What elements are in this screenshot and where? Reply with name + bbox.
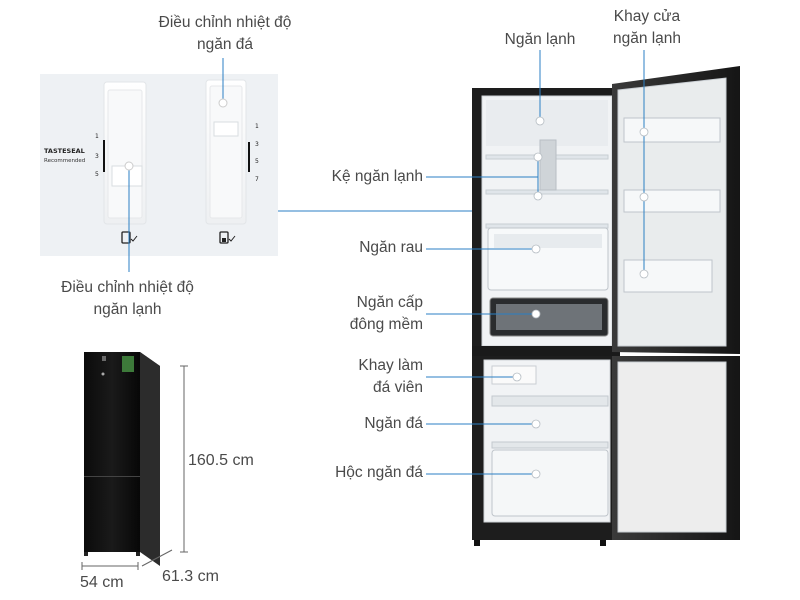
door-tray-1 bbox=[623, 117, 721, 143]
freezer-temp-control-label-line2: ngăn đá bbox=[196, 36, 254, 53]
leader-lines bbox=[426, 50, 645, 475]
vegetable-drawer-text: Ngăn rau bbox=[359, 239, 423, 256]
fridge-dimension-model bbox=[84, 352, 160, 566]
ice-tray-label-line2: đá viên bbox=[373, 379, 423, 396]
freezer-compartment-label: Ngăn đá bbox=[300, 413, 423, 435]
door-tray-dot-3 bbox=[639, 269, 649, 279]
freezer-temp-control-label: Điều chỉnh nhiệt độ ngăn đá bbox=[140, 12, 310, 56]
control-panel-inset: 1 3 5 TASTESEAL Recommended 1 3 5 7 bbox=[40, 58, 278, 272]
freezer-door-inner bbox=[617, 361, 727, 533]
fridge-shelf-label: Kệ ngăn lạnh bbox=[290, 166, 423, 188]
depth-dimension-line bbox=[141, 549, 173, 567]
fridge-door-tray-label-line2: ngăn lạnh bbox=[612, 30, 682, 47]
fridge-shelf-dot-1 bbox=[533, 152, 543, 162]
freezer-control-marker bbox=[218, 98, 228, 108]
fridge-door-tray-label-line1: Khay cửa bbox=[613, 8, 681, 25]
dimension-lines bbox=[81, 365, 188, 570]
fridge-temp-control-label-line2: ngăn lạnh bbox=[93, 301, 162, 318]
fridge-temp-control-label: Điều chỉnh nhiệt độ ngăn lạnh bbox=[40, 277, 215, 321]
freezer-compartment-text: Ngăn đá bbox=[364, 415, 423, 432]
freezer-compartment-dot bbox=[531, 419, 541, 429]
freezer-temp-dial bbox=[205, 79, 250, 225]
left-scale-1: 1 bbox=[95, 133, 99, 140]
fridge-mode-icon bbox=[121, 231, 138, 244]
door-tray-3 bbox=[623, 259, 713, 293]
ice-tray-label: Khay làm đá viên bbox=[300, 355, 423, 399]
fridge-compartment-label: Ngăn lạnh bbox=[480, 29, 600, 51]
door-tray-2 bbox=[623, 189, 721, 213]
door-tray-dot-1 bbox=[639, 127, 649, 137]
right-scale-1: 1 bbox=[255, 123, 259, 130]
freezer-mode-icon bbox=[219, 231, 236, 244]
soft-freeze-drawer-label-line1: Ngăn cấp bbox=[356, 294, 423, 311]
left-scale-5: 5 bbox=[95, 171, 99, 178]
soft-freeze-drawer-label: Ngăn cấp đông mềm bbox=[300, 292, 423, 336]
depth-dimension-label: 61.3 cm bbox=[162, 568, 219, 585]
ice-tray-label-line1: Khay làm bbox=[358, 357, 423, 374]
fridge-compartment-dot bbox=[535, 116, 545, 126]
right-scale-5: 5 bbox=[255, 158, 259, 165]
freezer-drawer bbox=[491, 449, 609, 517]
freezer-shelf bbox=[491, 395, 609, 407]
tasteseal-subtitle: Recommended bbox=[44, 158, 85, 164]
freezer-drawer-text: Hộc ngăn đá bbox=[335, 464, 423, 481]
height-dimension-label: 160.5 cm bbox=[188, 452, 254, 469]
freezer-temp-control-label-line1: Điều chỉnh nhiệt độ bbox=[158, 14, 292, 31]
fridge-open-view bbox=[472, 66, 740, 546]
right-scale-7: 7 bbox=[255, 176, 259, 183]
fridge-shelf-3 bbox=[485, 223, 609, 229]
door-tray-dot-2 bbox=[639, 192, 649, 202]
fridge-temp-control-label-line1: Điều chỉnh nhiệt độ bbox=[61, 279, 194, 296]
width-dimension-label: 54 cm bbox=[80, 574, 124, 591]
right-scale-3: 3 bbox=[255, 141, 259, 148]
left-scale-3: 3 bbox=[95, 153, 99, 160]
freezer-drawer-dot bbox=[531, 469, 541, 479]
small-fridge-bottom-door bbox=[84, 477, 140, 552]
energy-label bbox=[122, 356, 134, 372]
soft-freeze-drawer-label-line2: đông mềm bbox=[349, 316, 423, 333]
fridge-shelf-dot-2 bbox=[533, 191, 543, 201]
fridge-control-marker bbox=[124, 161, 134, 171]
fridge-temp-dial bbox=[103, 81, 147, 225]
fridge-door-tray-label: Khay cửa ngăn lạnh bbox=[592, 6, 702, 50]
fridge-compartment-text: Ngăn lạnh bbox=[504, 31, 576, 48]
vegetable-drawer-dot bbox=[531, 244, 541, 254]
ice-tray-dot bbox=[512, 372, 522, 382]
tasteseal-title: TASTESEAL bbox=[44, 147, 85, 155]
fridge-shelf-text: Kệ ngăn lạnh bbox=[331, 168, 423, 185]
small-fridge-top-door bbox=[84, 352, 140, 476]
fridge-shelf-2 bbox=[485, 189, 609, 195]
marker-dots bbox=[512, 116, 649, 479]
freezer-drawer-label: Hộc ngăn đá bbox=[290, 462, 423, 484]
vegetable-drawer-label: Ngăn rau bbox=[300, 237, 423, 259]
air-duct bbox=[539, 139, 557, 191]
soft-freeze-dot bbox=[531, 309, 541, 319]
